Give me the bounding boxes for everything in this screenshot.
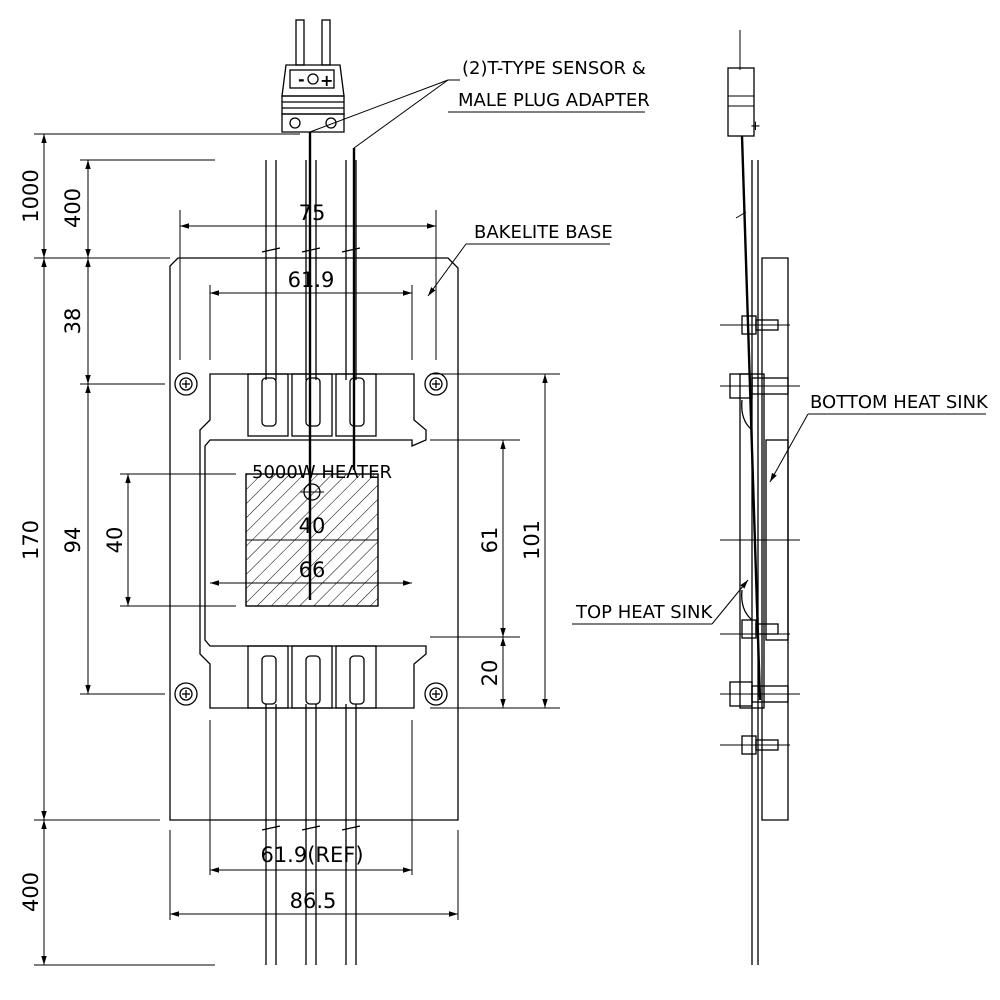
sensor-label-line2: MALE PLUG ADAPTER (458, 90, 650, 111)
connector-minus-symbol: - (298, 70, 305, 89)
dim-1000: 1000 (19, 169, 43, 222)
heater-label: 5000W HEATER (252, 462, 392, 483)
dim-61: 61 (478, 527, 502, 554)
dim-86-5: 86.5 (290, 889, 337, 913)
top-heat-sink-label: TOP HEAT SINK (575, 602, 713, 623)
sensor-cables (308, 132, 356, 600)
bakelite-base-label: BAKELITE BASE (474, 222, 613, 243)
connector-plus-symbol: + (320, 71, 333, 90)
top-terminal-blocks (247, 373, 377, 437)
dim-400-bottom: 400 (19, 872, 43, 912)
side-base-plate (761, 257, 789, 821)
side-view: + (572, 30, 989, 965)
leader-lines (309, 79, 645, 297)
dim-40-left: 40 (103, 527, 127, 554)
bottom-heat-sink-label: BOTTOM HEAT SINK (810, 392, 989, 413)
front-view: - + (19, 19, 650, 966)
side-connector-plus: + (750, 119, 761, 134)
dim-400-top: 400 (61, 188, 85, 228)
dim-66: 66 (299, 558, 326, 582)
dim-20: 20 (478, 660, 502, 687)
dim-170: 170 (19, 520, 43, 560)
dim-61-9: 61.9 (288, 268, 335, 292)
side-connector (727, 67, 755, 137)
thermocouple-connector (281, 19, 345, 133)
bottom-lead-wires (261, 704, 361, 965)
dim-61-9-ref: 61.9(REF) (260, 843, 363, 867)
dim-40-inner: 40 (299, 514, 326, 538)
bottom-terminal-blocks (247, 645, 377, 709)
dim-75: 75 (299, 201, 326, 225)
dim-94: 94 (61, 527, 85, 554)
dim-101: 101 (520, 520, 544, 560)
dimension-lines (41, 134, 548, 965)
mounting-screws (174, 372, 448, 706)
sensor-label-line1: (2)T-TYPE SENSOR & (462, 58, 646, 79)
dim-38: 38 (61, 308, 85, 335)
bakelite-base (169, 257, 459, 821)
side-center-lines (720, 324, 800, 746)
